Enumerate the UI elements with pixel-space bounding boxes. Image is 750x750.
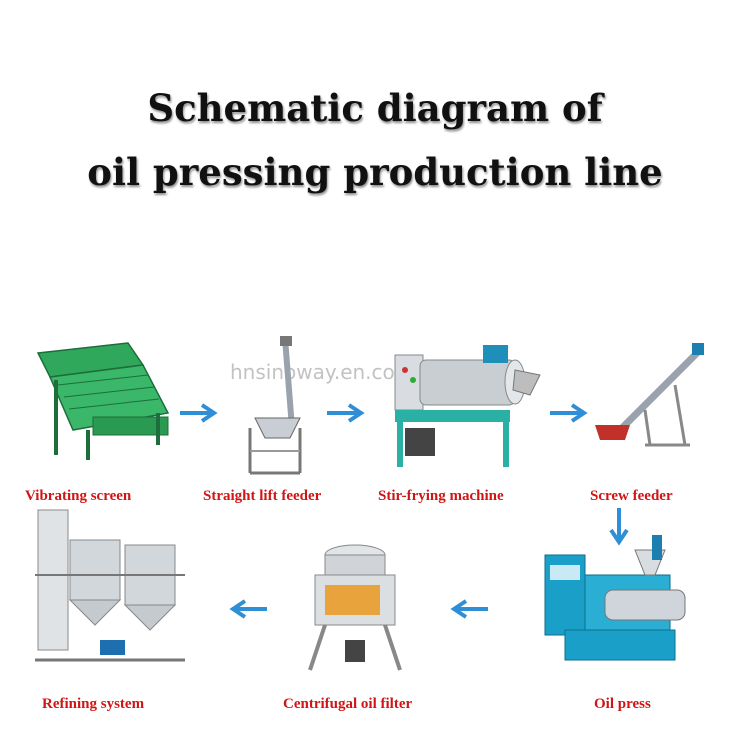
arrow-right-icon [550,403,588,423]
vibrating-screen-image [36,342,170,460]
label-centrifugal-oil-filter: Centrifugal oil filter [283,696,413,712]
straight-lift-feeder-image [248,336,302,475]
centrifugal-oil-filter-image [308,544,402,671]
label-straight-lift-feeder: Straight lift feeder [203,488,322,504]
label-oil-press: Oil press [594,696,651,712]
screw-feeder-image [595,343,704,447]
stir-frying-machine-image [394,345,541,467]
label-screw-feeder: Screw feeder [590,488,673,504]
label-stir-frying-machine: Stir-frying machine [378,488,504,504]
refining-system-image [35,509,185,662]
title-line-1: Schematic diagram of [147,86,603,130]
oil-press-image [544,535,686,661]
label-refining-system: Refining system [42,696,145,712]
arrow-left-icon [450,599,488,619]
arrow-right-icon [180,403,218,423]
arrow-down-icon [609,508,629,546]
watermark: hnsinoway.en.com [230,360,415,384]
title-line-2: oil pressing production line [87,150,663,194]
arrow-right-icon [327,403,365,423]
label-vibrating-screen: Vibrating screen [25,488,132,504]
arrow-left-icon [229,599,267,619]
